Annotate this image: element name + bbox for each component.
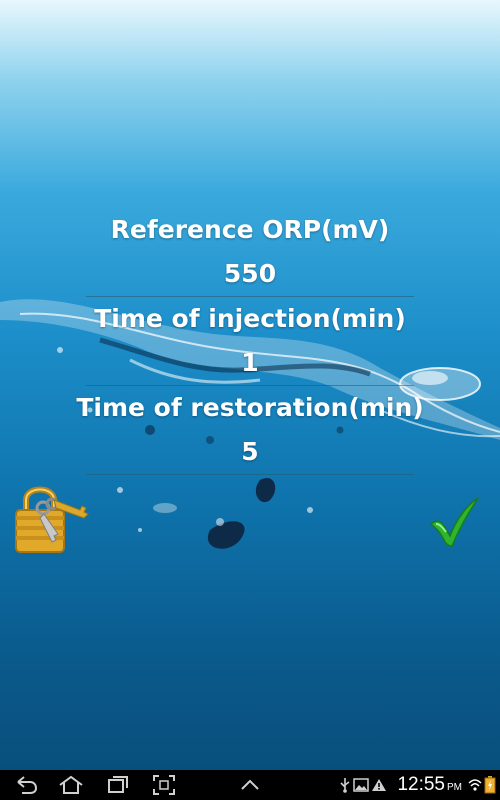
back-icon: [17, 776, 38, 794]
screenshot-icon: [153, 775, 175, 795]
status-area: 12:55 PM: [339, 770, 500, 800]
image-icon: [353, 778, 370, 792]
screenshot-button[interactable]: [152, 774, 176, 796]
reference-orp-label: Reference ORP(mV): [110, 215, 390, 244]
injection-time-input[interactable]: 1: [86, 341, 414, 386]
restoration-time-input[interactable]: 5: [86, 430, 414, 475]
settings-form: Reference ORP(mV) 550 Time of injection(…: [76, 208, 424, 475]
home-button[interactable]: [58, 774, 84, 796]
settings-screen: Reference ORP(mV) 550 Time of injection(…: [10, 208, 480, 558]
wifi-icon: [468, 779, 482, 791]
recent-apps-button[interactable]: [106, 774, 130, 796]
chevron-up-icon: [241, 779, 259, 790]
back-button[interactable]: [14, 774, 38, 796]
green-checkmark-icon: [429, 497, 479, 547]
status-clock: 12:55: [397, 774, 445, 795]
home-icon: [59, 775, 83, 794]
system-navigation-bar: 12:55 PM: [0, 770, 500, 800]
injection-time-label: Time of injection(min): [94, 304, 406, 333]
usb-icon: [340, 778, 350, 793]
water-drops-decoration: [117, 478, 313, 549]
warning-icon: [372, 779, 387, 791]
menu-up-button[interactable]: [238, 774, 262, 796]
lock-button[interactable]: [10, 478, 90, 558]
battery-icon: [484, 776, 496, 794]
restoration-time-label: Time of restoration(min): [76, 393, 424, 422]
status-ampm: PM: [447, 781, 462, 793]
padlock-with-keys-icon: [15, 486, 89, 553]
reference-orp-input[interactable]: 550: [86, 252, 414, 297]
recent-apps-icon: [108, 776, 128, 793]
confirm-button[interactable]: [428, 496, 480, 548]
